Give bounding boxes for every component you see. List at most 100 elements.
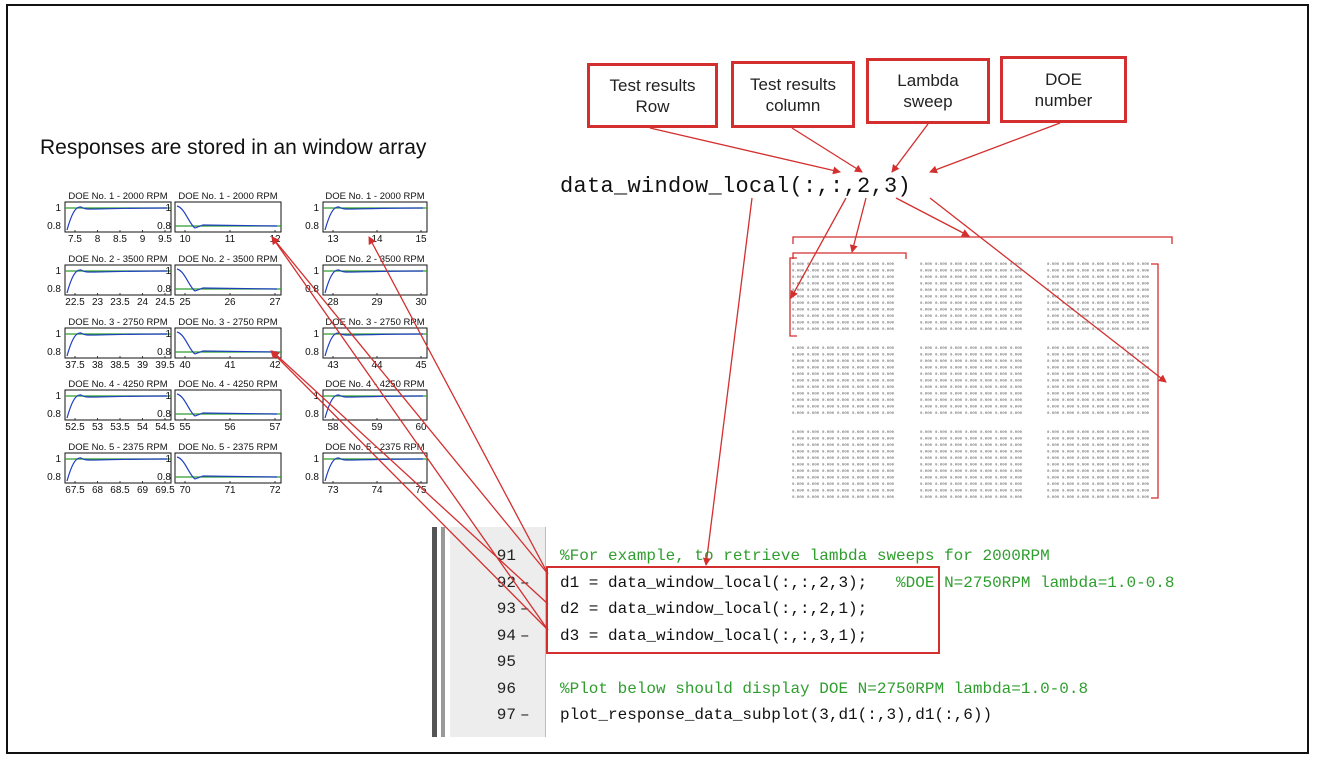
- matrix-cell: 0.000: [995, 289, 1008, 293]
- code-line[interactable]: %For example, to retrieve lambda sweeps …: [560, 547, 1050, 565]
- x-tick-label: 71: [224, 485, 236, 496]
- matrix-cell: 0.000: [1010, 412, 1023, 416]
- x-tick-label: 23.5: [110, 297, 130, 308]
- code-line[interactable]: d2 = data_window_local(:,:,2,1);: [560, 600, 867, 618]
- matrix-cell: 0.000: [980, 283, 993, 287]
- matrix-cell: 0.000: [950, 360, 963, 364]
- matrix-cell: 0.000: [822, 302, 835, 306]
- matrix-cell: 0.000: [837, 270, 850, 274]
- y-tick-label: 1: [55, 329, 61, 340]
- y-tick-label: 1: [165, 203, 171, 214]
- subplot-title: DOE No. 4 - 4250 RPM: [178, 379, 277, 390]
- matrix-cell: 0.000: [965, 328, 978, 332]
- matrix-cell: 0.000: [1137, 431, 1150, 435]
- matrix-cell: 0.000: [935, 263, 948, 267]
- matrix-cell: 0.000: [950, 380, 963, 384]
- code-line[interactable]: d3 = data_window_local(:,:,3,1);: [560, 627, 867, 645]
- editor-splitter[interactable]: [432, 527, 437, 737]
- matrix-cell: 0.000: [1010, 386, 1023, 390]
- matrix-cell: 0.000: [807, 470, 820, 474]
- matrix-cell: 0.000: [1137, 315, 1150, 319]
- y-tick-label: 1: [165, 329, 171, 340]
- matrix-cell: 0.000: [867, 464, 880, 468]
- matrix-cell: 0.000: [852, 289, 865, 293]
- matrix-cell: 0.000: [1122, 328, 1135, 332]
- matrix-cell: 0.000: [1047, 380, 1060, 384]
- matrix-cell: 0.000: [837, 438, 850, 442]
- matrix-cell: 0.000: [1137, 289, 1150, 293]
- matrix-cell: 0.000: [950, 496, 963, 500]
- matrix-cell: 0.000: [852, 347, 865, 351]
- matrix-cell: 0.000: [1107, 309, 1120, 313]
- matrix-cell: 0.000: [807, 315, 820, 319]
- matrix-cell: 0.000: [792, 302, 805, 306]
- matrix-cell: 0.000: [1107, 367, 1120, 371]
- matrix-cell: 0.000: [852, 315, 865, 319]
- matrix-cell: 0.000: [1137, 490, 1150, 494]
- subplot-title: DOE No. 1 - 2000 RPM: [178, 191, 277, 202]
- matrix-cell: 0.000: [852, 309, 865, 313]
- matrix-cell: 0.000: [1092, 263, 1105, 267]
- y-tick-label: 1: [313, 203, 319, 214]
- matrix-cell: 0.000: [920, 380, 933, 384]
- y-tick-label: 0.8: [47, 409, 61, 420]
- matrix-cell: 0.000: [920, 270, 933, 274]
- matrix-cell: 0.000: [1047, 444, 1060, 448]
- matrix-cell: 0.000: [867, 406, 880, 410]
- matrix-cell: 0.000: [1092, 289, 1105, 293]
- matrix-cell: 0.000: [920, 438, 933, 442]
- matrix-cell: 0.000: [1047, 328, 1060, 332]
- matrix-cell: 0.000: [852, 399, 865, 403]
- matrix-cell: 0.000: [1137, 347, 1150, 351]
- matrix-cell: 0.000: [882, 470, 895, 474]
- matrix-cell: 0.000: [882, 322, 895, 326]
- matrix-cell: 0.000: [1122, 406, 1135, 410]
- matrix-cell: 0.000: [1077, 289, 1090, 293]
- matrix-cell: 0.000: [980, 412, 993, 416]
- breakpoint-dash[interactable]: –: [520, 706, 530, 724]
- matrix-cell: 0.000: [822, 431, 835, 435]
- matrix-cell: 0.000: [1122, 373, 1135, 377]
- breakpoint-dash[interactable]: –: [520, 626, 530, 645]
- matrix-cell: 0.000: [1077, 386, 1090, 390]
- matrix-cell: 0.000: [1092, 496, 1105, 500]
- matrix-cell: 0.000: [1047, 354, 1060, 358]
- matrix-cell: 0.000: [935, 386, 948, 390]
- x-tick-label: 7.5: [68, 234, 82, 245]
- matrix-cell: 0.000: [980, 270, 993, 274]
- matrix-cell: 0.000: [965, 444, 978, 448]
- matrix-cell: 0.000: [882, 276, 895, 280]
- matrix-cell: 0.000: [980, 457, 993, 461]
- matrix-cell: 0.000: [995, 283, 1008, 287]
- subplot-axes: [64, 452, 172, 484]
- matrix-cell: 0.000: [792, 406, 805, 410]
- matrix-cell: 0.000: [852, 373, 865, 377]
- matrix-cell: 0.000: [980, 399, 993, 403]
- code-line[interactable]: d1 = data_window_local(:,:,2,3); %DOE N=…: [560, 574, 1175, 592]
- matrix-cell: 0.000: [1077, 451, 1090, 455]
- matrix-cell: 0.000: [867, 315, 880, 319]
- matrix-cell: 0.000: [1010, 283, 1023, 287]
- matrix-cell: 0.000: [1092, 270, 1105, 274]
- matrix-cell: 0.000: [867, 412, 880, 416]
- matrix-cell: 0.000: [1077, 315, 1090, 319]
- matrix-cell: 0.000: [1107, 283, 1120, 287]
- matrix-cell: 0.000: [1062, 470, 1075, 474]
- matrix-cell: 0.000: [837, 315, 850, 319]
- breakpoint-dash[interactable]: –: [520, 600, 530, 618]
- matrix-cell: 0.000: [882, 431, 895, 435]
- matrix-cell: 0.000: [965, 276, 978, 280]
- subplot-axes: [64, 264, 172, 296]
- x-tick-label: 52.5: [65, 422, 85, 433]
- code-line[interactable]: plot_response_data_subplot(3,d1(:,3),d1(…: [560, 706, 992, 724]
- x-tick-label: 68.5: [110, 485, 130, 496]
- matrix-cell: 0.000: [1092, 380, 1105, 384]
- matrix-cell: 0.000: [965, 322, 978, 326]
- matrix-cell: 0.000: [995, 477, 1008, 481]
- code-text: plot_response_data_subplot(3,d1(:,3),d1(…: [560, 706, 993, 724]
- code-line[interactable]: %Plot below should display DOE N=2750RPM…: [560, 680, 1088, 698]
- breakpoint-dash[interactable]: –: [520, 573, 530, 592]
- matrix-cell: 0.000: [867, 322, 880, 326]
- matrix-cell: 0.000: [950, 347, 963, 351]
